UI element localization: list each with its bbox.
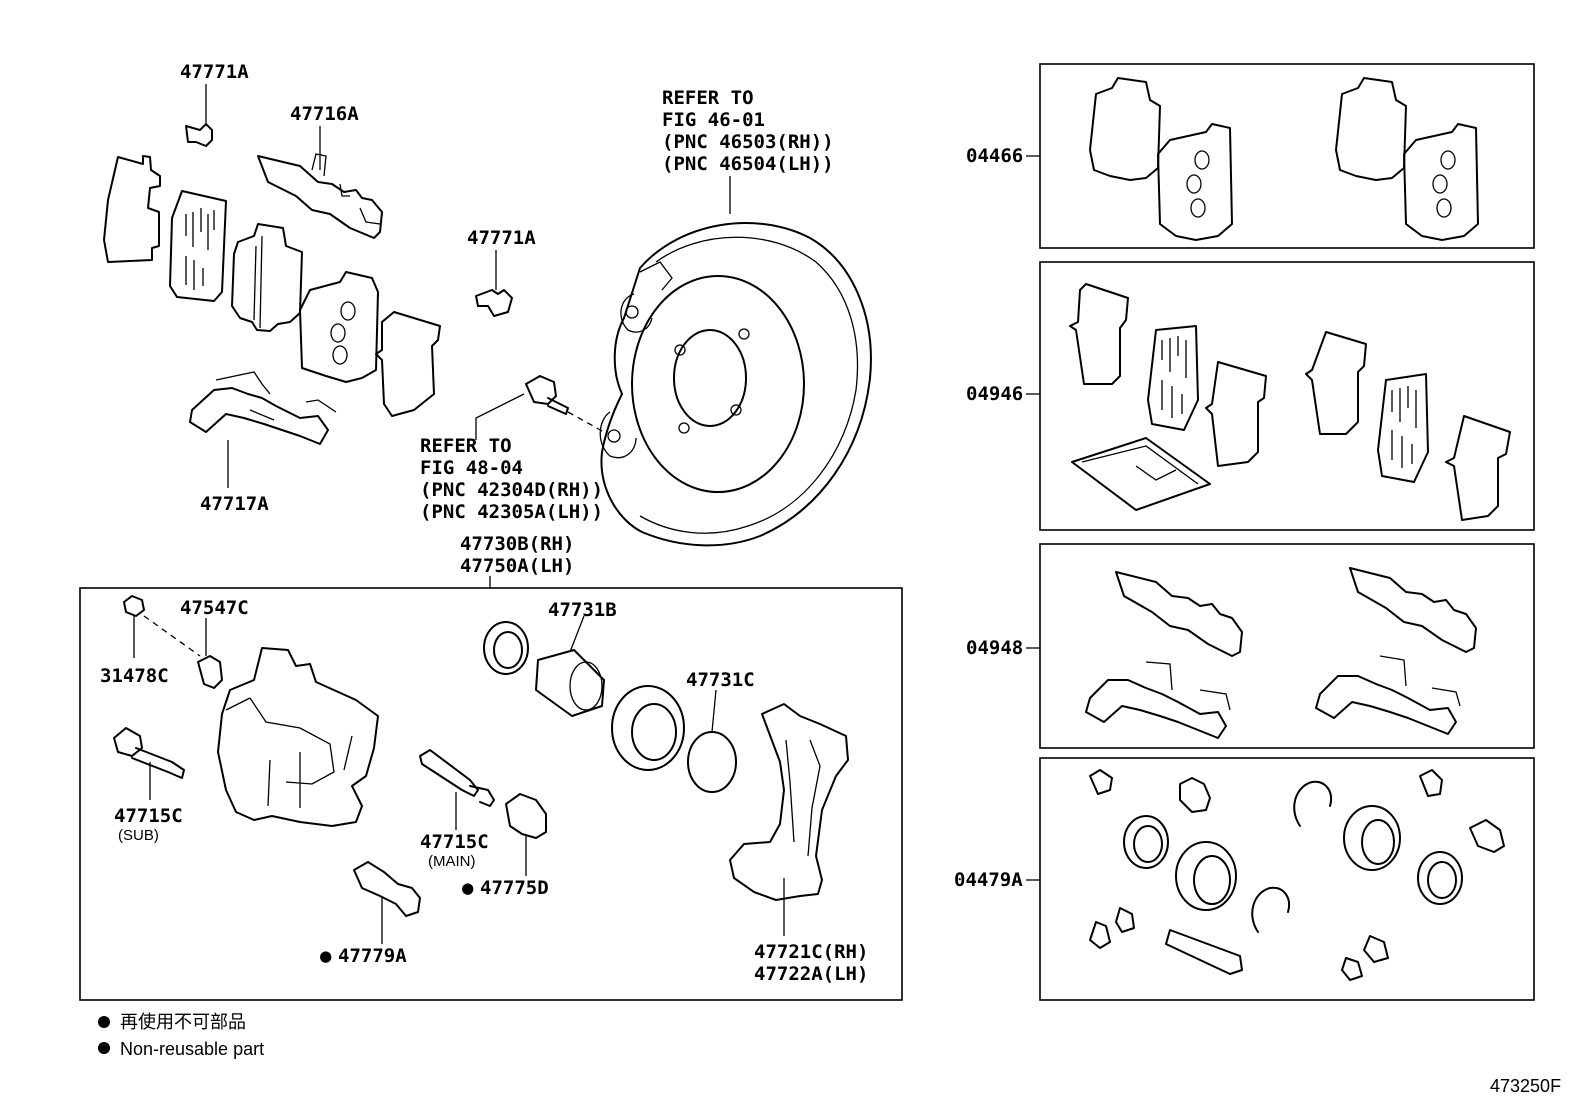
piston-seal [483,621,529,675]
pad-wear-indicator-clip-mid [475,250,513,317]
pad-wear-indicator-clip [185,84,213,147]
label-47715C-main: 47715C [420,831,489,853]
label-47547C: 47547C [180,597,249,619]
kit-04479A-seals-boots [1089,769,1505,981]
legend-bullet-en [98,1042,110,1054]
non-reusable-mark: ● [462,877,474,899]
piston-ring [687,689,737,793]
label-47721C: 47721C(RH) [754,941,868,963]
main-note: (MAIN) [428,853,476,870]
label-kit-04466: 04466 [966,145,1023,167]
hub-bolt [475,375,605,440]
refer-top-line-4: (PNC 46504(LH)) [662,153,834,175]
piston-boot [611,685,685,771]
bleeder-plug [197,618,223,689]
label-47731B: 47731B [548,599,617,621]
kit-box-04946 [1039,261,1535,531]
kit-04466-pads [1089,77,1479,241]
bleeder-cap [123,595,201,658]
label-47771A-mid: 47771A [467,227,536,249]
anti-squeal-shim-outer-2 [375,311,441,417]
kit-04948-support-plates [1085,567,1477,739]
refer-mid-line-1: REFER TO [420,435,512,457]
figure-id: 473250F [1490,1076,1561,1096]
caliper-body [217,647,379,827]
non-reusable-mark: ● [320,945,332,967]
legend-jp: 再使用不可部品 [120,1012,246,1032]
label-47779A: 47779A [338,945,407,967]
caliper-assembly-frame [79,587,903,1001]
assembly-label-rh: 47730B(RH) [460,533,574,555]
caliper-piston [535,615,605,717]
label-47715C-sub: 47715C [114,805,183,827]
brake-pad-2 [299,271,379,383]
kit-box-04479A [1039,757,1535,1001]
pad-support-plate-upper [257,126,383,239]
refer-top-line-1: REFER TO [662,87,754,109]
caliper-mounting-bracket [729,703,849,936]
assembly-label-lh: 47750A(LH) [460,555,574,577]
label-47722A: 47722A(LH) [754,963,868,985]
brake-pad-1 [231,223,303,332]
label-47716A: 47716A [290,103,359,125]
label-kit-04946: 04946 [966,383,1023,405]
refer-mid-line-2: FIG 48-04 [420,457,523,479]
refer-mid-line-3: (PNC 42304D(RH)) [420,479,603,501]
refer-note-hub: REFER TO FIG 48-04 (PNC 42304D(RH)) (PNC… [420,435,603,523]
label-47717A: 47717A [200,493,269,515]
label-31478C: 31478C [100,665,169,687]
label-kit-04948: 04948 [966,637,1023,659]
legend-bullet-jp [98,1016,110,1028]
kit-box-04948 [1039,543,1535,749]
slide-pin-sub [113,727,185,800]
label-kit-04479A: 04479A [954,869,1023,891]
refer-note-backing-plate: REFER TO FIG 46-01 (PNC 46503(RH)) (PNC … [662,87,834,214]
label-47775D: 47775D [480,877,549,899]
bushing-pin [353,861,421,944]
refer-top-line-2: FIG 46-01 [662,109,765,131]
pad-support-plate-lower [189,371,337,488]
label-47771A-top: 47771A [180,61,249,83]
brake-backing-plate [599,222,872,547]
sub-note: (SUB) [118,827,159,844]
refer-mid-line-4: (PNC 42305A(LH)) [420,501,603,523]
legend-en: Non-reusable part [120,1039,264,1059]
slide-pin-main [419,749,495,830]
refer-top-line-3: (PNC 46503(RH)) [662,131,834,153]
kit-box-04466 [1039,63,1535,249]
kit-04946-shims [1069,283,1511,521]
anti-squeal-shim-inner [169,190,227,302]
anti-squeal-shim-outer [103,155,161,263]
label-47731C: 47731C [686,669,755,691]
pin-boot [505,793,547,876]
